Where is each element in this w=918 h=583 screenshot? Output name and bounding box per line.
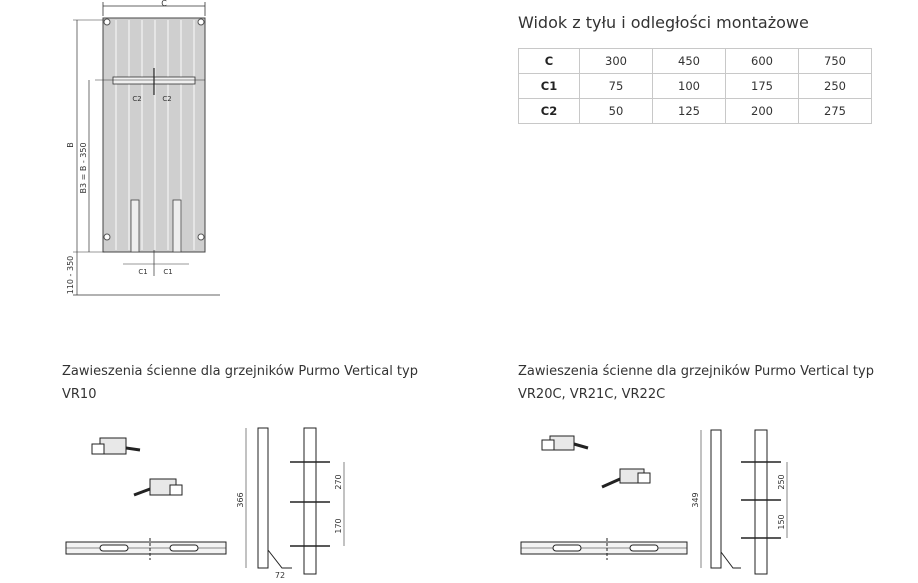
dim-lower: 150: [777, 514, 786, 529]
label-c: C: [161, 0, 167, 8]
table-row: C 300 450 600 750: [518, 48, 872, 74]
label-b3: B3 = B - 350: [79, 142, 88, 193]
bracket-illustration: [91, 437, 141, 455]
caption-vr10: Zawieszenia ścienne dla grzejników Purmo…: [62, 360, 418, 406]
vr10-bracket-drawing: 366 72 270 170: [65, 427, 345, 580]
bracket-illustration: [601, 468, 651, 489]
label-bottom-range: 110 - 350: [66, 256, 75, 295]
dim-upper: 270: [334, 474, 343, 489]
dim-lower: 170: [334, 518, 343, 533]
dim-total: 349: [691, 492, 700, 507]
bracket-illustration: [133, 478, 183, 497]
label-c1-right: C1: [163, 268, 172, 276]
table-row: C1 75 100 175 250: [518, 73, 872, 99]
label-c1-left: C1: [138, 268, 147, 276]
caption-vr10-line2: VR10: [62, 387, 97, 402]
label-c2-left: C2: [132, 95, 141, 103]
caption-vr10-line1: Zawieszenia ścienne dla grzejników Purmo…: [62, 364, 418, 379]
dim-base: 72: [275, 571, 285, 580]
dim-total: 366: [236, 492, 245, 507]
caption-vr20c-line2: VR20C, VR21C, VR22C: [518, 387, 666, 402]
table-title: Widok z tyłu i odległości montażowe: [518, 13, 809, 32]
bracket-illustration: [541, 435, 589, 451]
caption-vr20c-line1: Zawieszenia ścienne dla grzejników Purmo…: [518, 364, 874, 379]
label-b: B: [66, 142, 75, 148]
dim-upper: 250: [777, 474, 786, 489]
table-row: C2 50 125 200 275: [518, 98, 872, 124]
radiator-back-view-drawing: C C2 C2 C1 C1 B B3 = B - 350 110 - 350: [66, 0, 220, 296]
label-c2-right: C2: [162, 95, 171, 103]
vr20c-bracket-drawing: 349 250 150: [520, 429, 788, 575]
caption-vr20c: Zawieszenia ścienne dla grzejników Purmo…: [518, 360, 874, 406]
mounting-distances-table: C 300 450 600 750 C1 75 100 175 250 C2 5…: [518, 48, 872, 124]
